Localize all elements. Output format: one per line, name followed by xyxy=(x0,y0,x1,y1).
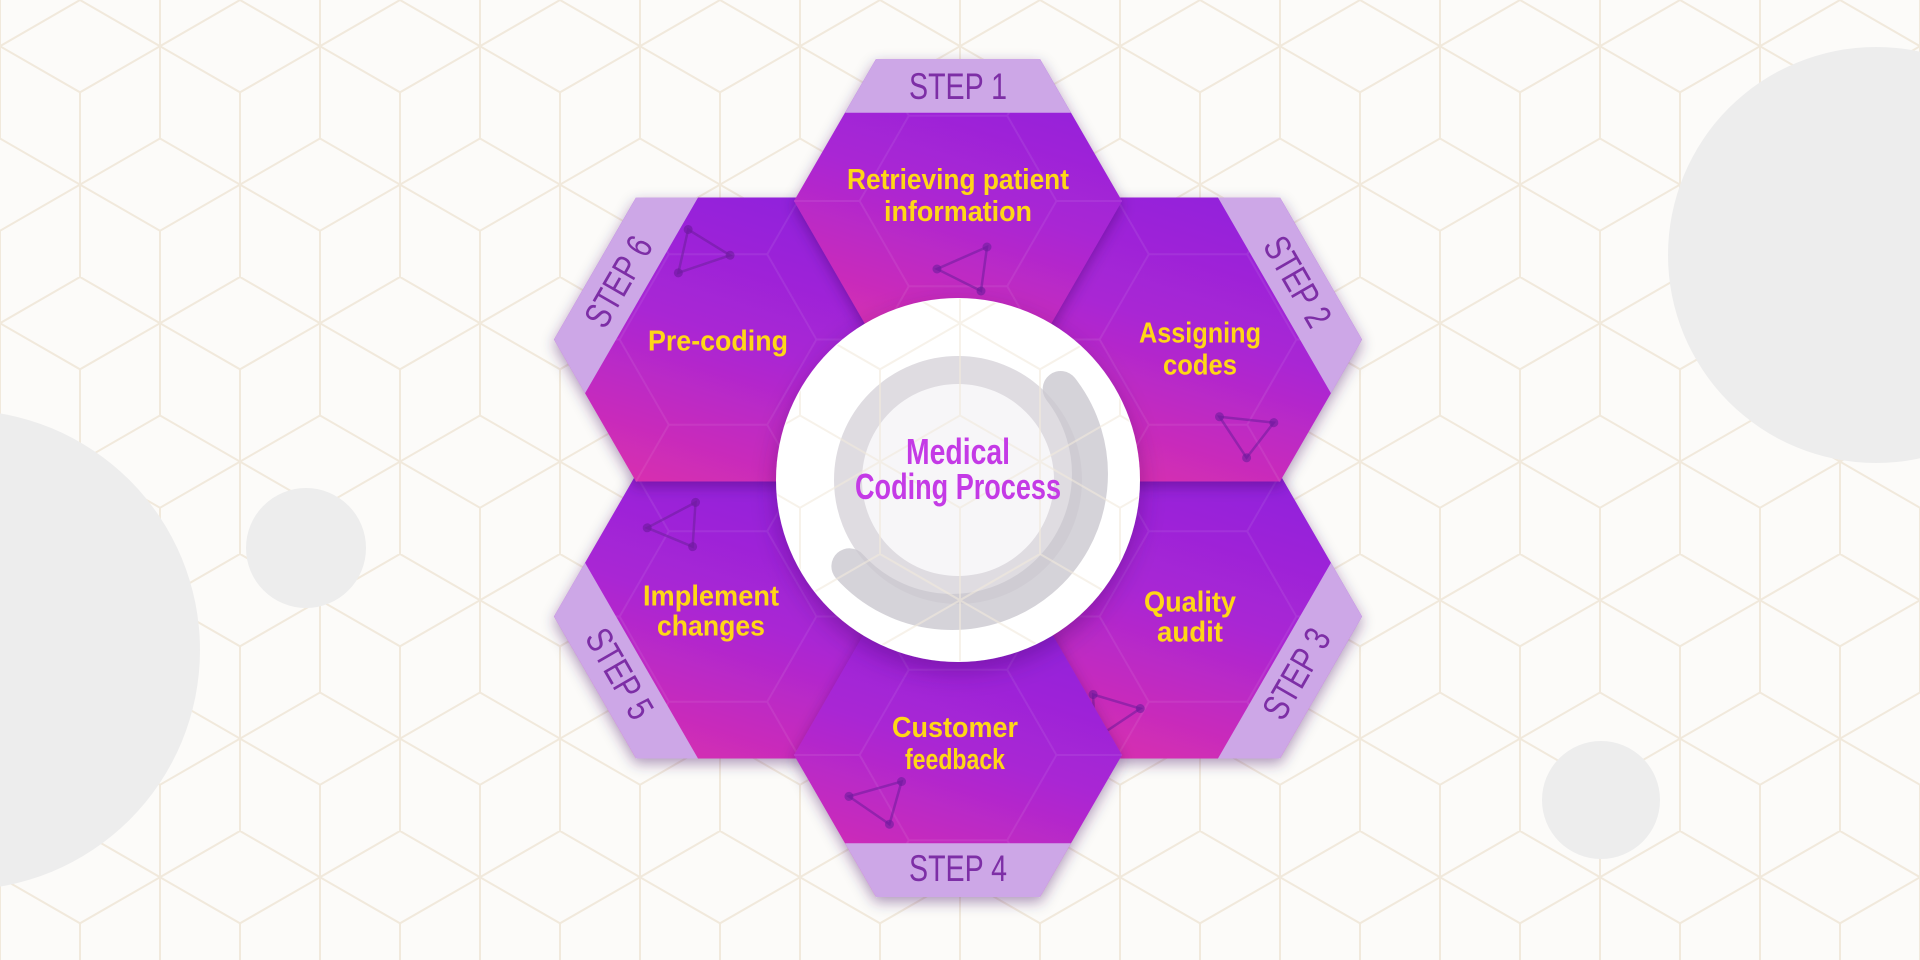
step-title-5-line2: changes xyxy=(657,611,765,643)
step-title-4-line2: feedback xyxy=(905,744,1006,776)
step-title-1-line1: Retrieving patient xyxy=(847,164,1069,196)
step-title-6-line1: Pre-coding xyxy=(648,326,788,358)
center-title-line2: Coding Process xyxy=(855,466,1061,507)
decor-circle-bottom-right xyxy=(1542,741,1660,859)
center-badge: Medical Coding Process xyxy=(776,298,1140,662)
step-petal-3: STEP 3 Quality audit xyxy=(1033,473,1378,786)
step-petal-5: STEP 5 Implement changes xyxy=(538,473,883,786)
decor-circle-top-right xyxy=(1668,47,1920,463)
decor-circle-bottom-left xyxy=(0,413,200,887)
step-title-1-line2: information xyxy=(884,196,1032,228)
step-title-3-line1: Quality xyxy=(1144,587,1236,619)
decor-circle-left-small xyxy=(246,488,366,608)
step-label-4: STEP 4 xyxy=(909,848,1007,889)
step-title-2-line2: codes xyxy=(1163,350,1237,382)
step-title-5-line1: Implement xyxy=(643,581,779,613)
step-title-4-line1: Customer xyxy=(892,712,1018,744)
step-petal-1: STEP 1 Retrieving patient information xyxy=(793,58,1123,344)
step-title-2-line1: Assigning xyxy=(1139,318,1261,350)
step-label-1: STEP 1 xyxy=(909,66,1007,107)
center-pattern-overlay xyxy=(777,299,1139,661)
step-title-3-line2: audit xyxy=(1157,617,1223,649)
step-petal-4: STEP 4 Customer feedback xyxy=(793,612,1123,898)
center-title-line1: Medical xyxy=(906,431,1010,472)
